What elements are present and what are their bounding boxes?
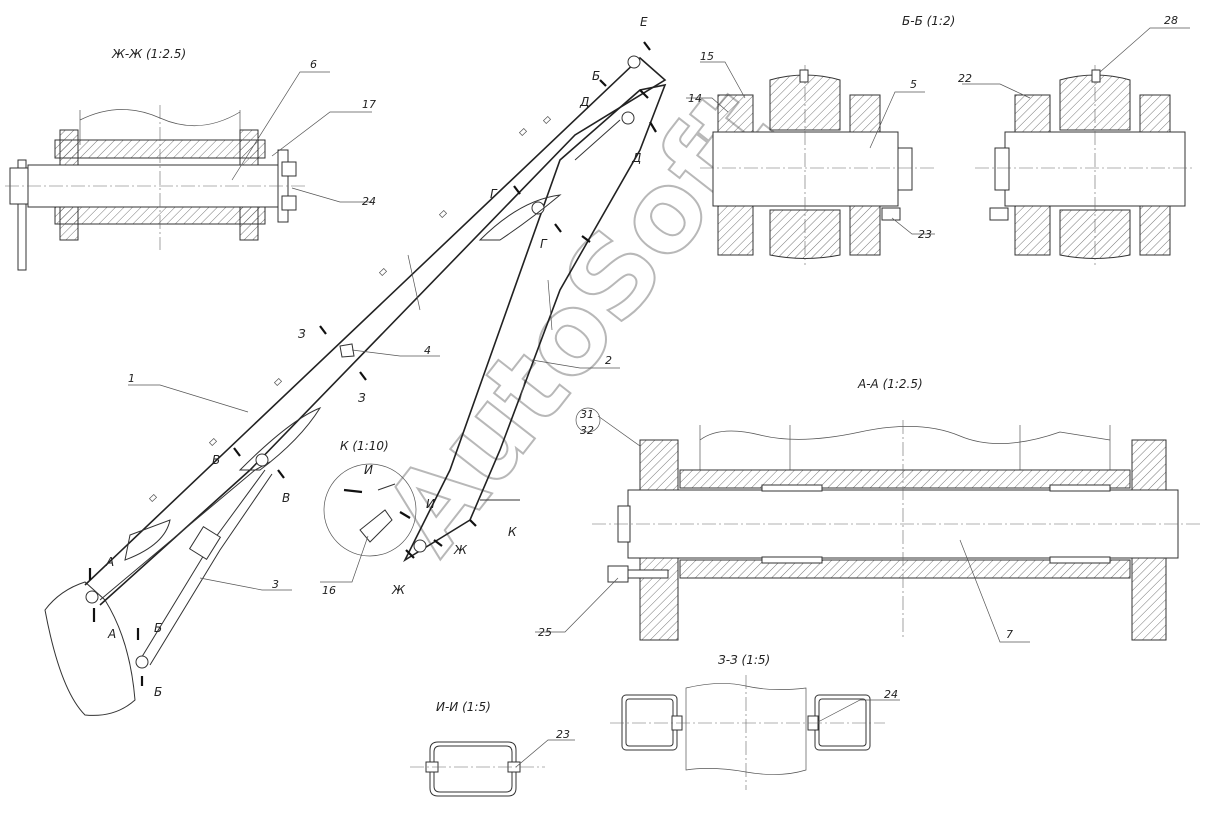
section-b-view: Б-Б (1:2) xyxy=(686,14,1195,265)
cut-letter-zh-1: Ж xyxy=(453,543,468,557)
callout-24-z: 24 xyxy=(884,688,898,701)
callout-22: 22 xyxy=(958,72,972,85)
cut-letter-b-top: Б xyxy=(592,69,600,83)
section-a-view: А-А (1:2.5) xyxy=(535,377,1200,643)
callout-23-i: 23 xyxy=(556,728,570,741)
cut-letter-b-1: Б xyxy=(154,621,162,635)
callout-5: 5 xyxy=(910,78,917,91)
callout-25: 25 xyxy=(538,626,552,639)
callout-32: 32 xyxy=(580,424,594,437)
cut-letter-zh-2: Ж xyxy=(391,583,406,597)
cut-letter-i-2: И xyxy=(426,497,435,511)
section-title-zh: Ж-Ж (1:2.5) xyxy=(111,47,186,61)
cut-plane-letters: Е Б Д Д Г Г З З В В А А Б Б И И К Ж Ж xyxy=(105,15,648,699)
callout-31: 31 xyxy=(580,408,594,421)
callout-4: 4 xyxy=(424,344,431,357)
cut-letter-v-2: В xyxy=(282,491,290,505)
cut-letter-z-1: З xyxy=(298,327,306,341)
callout-28: 28 xyxy=(1164,14,1178,27)
callout-17: 17 xyxy=(362,98,376,111)
section-i-view: И-И (1:5) xyxy=(410,700,575,797)
cut-letter-a-1: А xyxy=(105,555,114,569)
section-title-b: Б-Б (1:2) xyxy=(902,14,955,28)
cut-letter-g-1: Г xyxy=(490,187,498,201)
callout-23-b: 23 xyxy=(918,228,932,241)
callout-3: 3 xyxy=(272,578,279,591)
section-title-i: И-И (1:5) xyxy=(436,700,491,714)
section-title-z: З-З (1:5) xyxy=(718,653,770,667)
detail-k-view: К (1:10) xyxy=(320,439,417,583)
callout-16: 16 xyxy=(322,584,336,597)
callout-6: 6 xyxy=(310,58,317,71)
cut-letter-a-2: А xyxy=(107,627,116,641)
callout-24-zh: 24 xyxy=(362,195,376,208)
cut-letter-k: К xyxy=(508,525,517,539)
cut-letter-d-2: Д xyxy=(631,151,641,165)
callout-7: 7 xyxy=(1006,628,1013,641)
cut-letter-d-1: Д xyxy=(579,95,589,109)
callout-14: 14 xyxy=(688,92,702,105)
callout-labels: 1 2 3 4 5 6 7 14 15 16 17 22 23 23 24 24… xyxy=(128,14,1178,741)
cut-lines xyxy=(88,41,657,686)
section-title-a: А-А (1:2.5) xyxy=(857,377,923,391)
cut-letter-g-2: Г xyxy=(540,237,548,251)
cut-letter-v-1: В xyxy=(212,453,220,467)
section-title-k: К (1:10) xyxy=(340,439,389,453)
callout-1: 1 xyxy=(128,372,135,385)
callout-15: 15 xyxy=(700,50,714,63)
section-z-view: З-З (1:5) xyxy=(610,653,900,790)
callout-2: 2 xyxy=(605,354,612,367)
section-zh-view: Ж-Ж (1:2.5) xyxy=(5,47,372,271)
cut-letter-e: Е xyxy=(640,15,648,29)
cut-letter-z-2: З xyxy=(358,391,366,405)
cut-letter-i-1: И xyxy=(364,463,373,477)
cut-letter-b-2: Б xyxy=(154,685,162,699)
boom-assembly xyxy=(44,55,667,716)
